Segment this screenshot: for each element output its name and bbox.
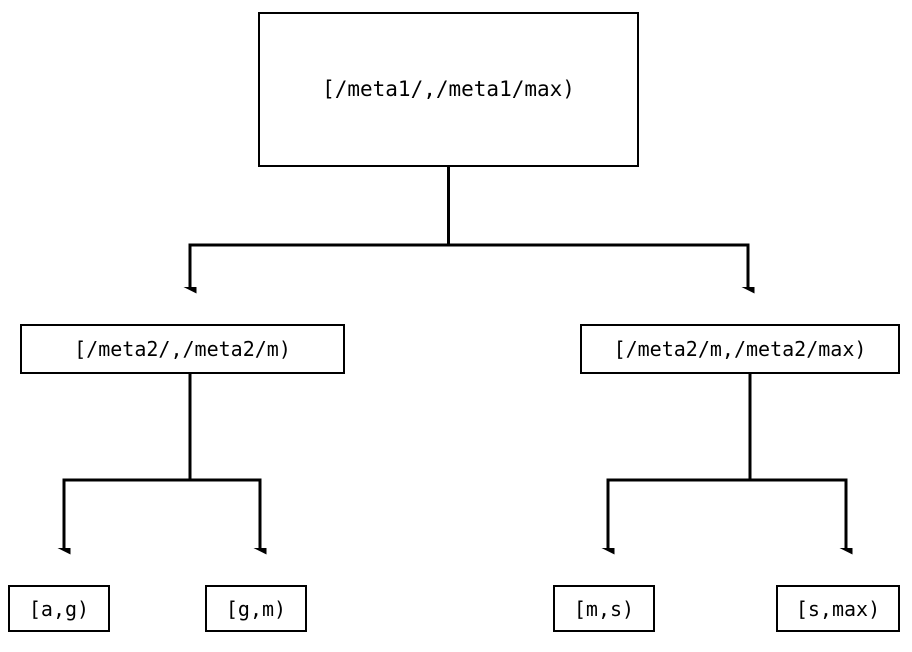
tree-node-leaf-3[interactable]: [s,max) bbox=[776, 585, 900, 632]
tree-node-mid-left[interactable]: [/meta2/,/meta2/m) bbox=[20, 324, 345, 374]
tree-node-leaf-0[interactable]: [a,g) bbox=[8, 585, 110, 632]
edge-mid-right-to-leaf-3 bbox=[750, 478, 846, 548]
tree-node-mid-right[interactable]: [/meta2/m,/meta2/max) bbox=[580, 324, 900, 374]
edge-root-to-mid-right bbox=[448, 243, 749, 287]
tree-node-leaf-1[interactable]: [g,m) bbox=[205, 585, 307, 632]
node-label: [s,max) bbox=[795, 596, 881, 621]
node-label: [/meta2/m,/meta2/max) bbox=[613, 337, 867, 361]
node-label: [m,s) bbox=[573, 596, 635, 621]
edge-mid-left-to-leaf-1 bbox=[190, 478, 260, 548]
edge-root-to-mid-left bbox=[190, 167, 450, 287]
edge-mid-left-to-leaf-0 bbox=[64, 374, 192, 548]
tree-node-root[interactable]: [/meta1/,/meta1/max) bbox=[258, 12, 639, 167]
edge-mid-right-to-leaf-2 bbox=[608, 374, 752, 548]
node-label: [/meta1/,/meta1/max) bbox=[322, 77, 575, 101]
node-label: [g,m) bbox=[225, 596, 287, 621]
node-label: [a,g) bbox=[28, 596, 90, 621]
tree-node-leaf-2[interactable]: [m,s) bbox=[553, 585, 655, 632]
node-label: [/meta2/,/meta2/m) bbox=[74, 337, 291, 361]
